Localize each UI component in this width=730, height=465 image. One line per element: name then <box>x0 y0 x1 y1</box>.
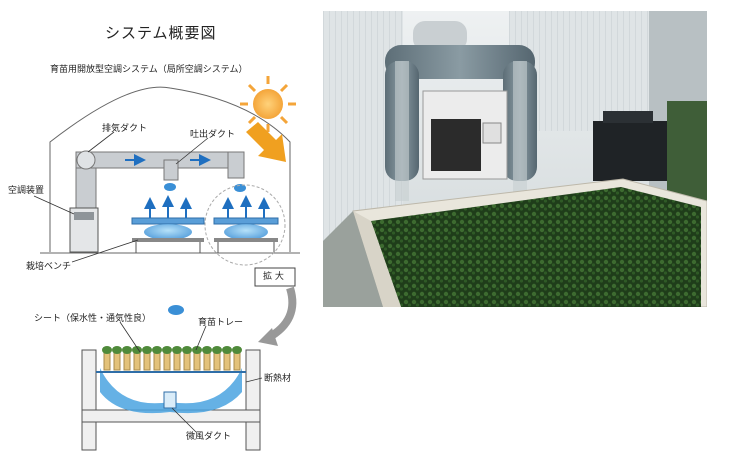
seedling-pot <box>163 351 171 371</box>
seedling-leaf <box>172 346 182 354</box>
seedling-pot <box>233 351 241 371</box>
zoom-circle <box>204 184 286 266</box>
seedling-pot <box>183 351 191 371</box>
leader-lines <box>33 131 209 263</box>
bench-cross-section <box>81 349 261 451</box>
seedling-pot <box>213 351 221 371</box>
seedling-bench <box>352 178 707 307</box>
seedling-leaf <box>102 346 112 354</box>
sun-icon <box>240 76 296 132</box>
seedling-leaf <box>202 346 212 354</box>
ac-unit <box>69 207 99 253</box>
seedling-row <box>102 346 242 371</box>
seedling-pot <box>223 351 231 371</box>
seedling-leaf <box>132 346 142 354</box>
outlet-duct <box>163 159 179 181</box>
label-exhaust-duct: 排気ダクト <box>102 124 148 134</box>
air-puff <box>168 305 184 315</box>
seedling-pot <box>203 351 211 371</box>
ac-unit-photo <box>422 90 508 180</box>
seedling-leaf <box>112 346 122 354</box>
floor <box>323 211 383 307</box>
seedling-pot <box>103 351 111 371</box>
seedling-leaf <box>122 346 132 354</box>
up-air-arrows <box>144 195 270 218</box>
seedling-leaf <box>142 346 152 354</box>
greenhouse-photo <box>323 11 707 307</box>
seedling-leaf <box>192 346 202 354</box>
exhaust-duct <box>75 150 245 209</box>
enlarge-box <box>254 267 296 287</box>
air-puff <box>164 183 176 191</box>
seedling-leaf <box>162 346 172 354</box>
label-bench: 栽培ベンチ <box>26 262 72 272</box>
seedling-pot <box>123 351 131 371</box>
label-micro-duct: 微風ダクト <box>186 432 232 442</box>
seedling-leaf <box>152 346 162 354</box>
seedling-leaf <box>212 346 222 354</box>
solar-arrow-icon <box>246 122 286 162</box>
seedling-pot <box>173 351 181 371</box>
ducts <box>385 21 537 201</box>
label-tray: 育苗トレー <box>198 318 244 328</box>
seedling-pot <box>153 351 161 371</box>
system-schematic <box>33 76 300 451</box>
seedling-leaf <box>222 346 232 354</box>
label-insulation: 断熱材 <box>264 374 292 384</box>
label-enlarge: 拡 大 <box>263 272 284 282</box>
machine <box>593 101 707 201</box>
seedling-pot <box>143 351 151 371</box>
seedling-leaf <box>232 346 242 354</box>
seedling-pot <box>193 351 201 371</box>
diagram-subtitle: 育苗用開放型空調システム（局所空調システム） <box>50 65 248 75</box>
bench-left <box>131 217 205 253</box>
label-outlet-duct: 吐出ダクト <box>190 130 236 140</box>
seedling-pot <box>113 351 121 371</box>
leader-lines-lower <box>119 321 263 433</box>
seedling-pot <box>133 351 141 371</box>
greenhouse-outline <box>40 86 300 254</box>
label-ac-unit: 空調装置 <box>8 186 45 196</box>
seedling-leaf <box>182 346 192 354</box>
bench-right <box>213 217 279 253</box>
diagram-title: システム概要図 <box>105 24 217 42</box>
label-sheet: シート（保水性・通気性良） <box>34 314 152 324</box>
